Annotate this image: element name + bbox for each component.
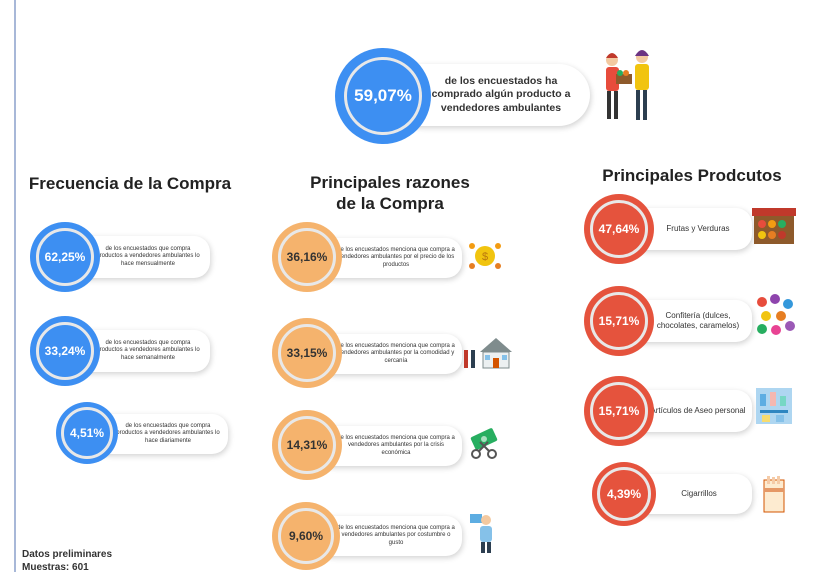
hero-percent: 59,07% <box>354 86 412 105</box>
productos-percent: 15,71% <box>598 404 640 418</box>
razones-text: de los encuestados menciona que compra a… <box>337 342 455 364</box>
hero-stat: de los encuestados ha comprado algún pro… <box>335 48 595 148</box>
productos-percent: 15,71% <box>598 314 640 328</box>
frecuencia-item: de los encuestados que compra productos … <box>30 316 210 388</box>
money-cut-icon <box>466 426 504 462</box>
razones-percent: 33,15% <box>286 346 328 360</box>
frecuencia-text: de los encuestados que compra productos … <box>116 422 220 444</box>
razones-item: de los encuestados menciona que compra a… <box>272 222 462 294</box>
fruit-stand-icon <box>750 206 798 246</box>
productos-percent: 47,64% <box>598 222 640 236</box>
money-hand-icon: $ <box>466 238 504 274</box>
frecuencia-percent: 62,25% <box>44 250 86 264</box>
cigarette-pack-icon <box>760 476 788 514</box>
house-icon <box>462 334 512 372</box>
footer-note-line2: Muestras: 601 <box>22 562 89 573</box>
productos-item: Frutas y Verduras 47,64% <box>584 194 754 266</box>
frecuencia-item: de los encuestados que compra productos … <box>30 222 210 294</box>
frecuencia-item: de los encuestados que compra productos … <box>56 402 228 466</box>
razones-title-line1: Principales razones <box>310 173 470 192</box>
candy-icon <box>752 292 798 338</box>
frecuencia-text: de los encuestados que compra productos … <box>96 245 200 267</box>
hero-text: de los encuestados ha comprado algún pro… <box>431 75 571 114</box>
razones-percent: 14,31% <box>286 438 328 452</box>
productos-text: Frutas y Verduras <box>666 224 730 233</box>
razones-item: de los encuestados menciona que compra a… <box>272 410 462 482</box>
footer-note-line1: Datos preliminares <box>22 549 113 560</box>
productos-item: Confitería (dulces, chocolates, caramelo… <box>584 286 754 358</box>
productos-item: Artículos de Aseo personal 15,71% <box>584 376 754 448</box>
productos-percent: 4,39% <box>606 487 642 501</box>
left-border-line <box>14 0 16 572</box>
razones-text: de los encuestados menciona que compra a… <box>337 246 455 268</box>
vendor-customer-illustration-icon <box>598 48 658 128</box>
frecuencia-text: de los encuestados que compra productos … <box>96 339 200 361</box>
person-icon <box>468 510 498 554</box>
razones-percent: 9,60% <box>288 529 324 543</box>
razones-text: de los encuestados menciona que compra a… <box>337 524 455 546</box>
frecuencia-title: Frecuencia de la Compra <box>28 174 232 193</box>
razones-item: de los encuestados menciona que compra a… <box>272 502 462 572</box>
razones-percent: 36,16% <box>286 250 328 264</box>
productos-title: Principales Prodcutos <box>602 166 782 185</box>
productos-item: Cigarrillos 4,39% <box>592 462 752 528</box>
productos-text: Artículos de Aseo personal <box>650 406 746 415</box>
frecuencia-percent: 4,51% <box>69 426 105 440</box>
razones-title: Principales razones de la Compra <box>300 172 480 214</box>
svg-text:$: $ <box>482 251 488 263</box>
razones-title-line2: de la Compra <box>336 194 444 213</box>
frecuencia-percent: 33,24% <box>44 344 86 358</box>
productos-text: Confitería (dulces, chocolates, caramelo… <box>656 311 740 330</box>
productos-text: Cigarrillos <box>681 489 717 498</box>
toiletries-icon <box>754 386 794 426</box>
razones-item: de los encuestados menciona que compra a… <box>272 318 462 390</box>
hero-circle: 59,07% <box>335 48 431 144</box>
razones-text: de los encuestados menciona que compra a… <box>337 434 455 456</box>
